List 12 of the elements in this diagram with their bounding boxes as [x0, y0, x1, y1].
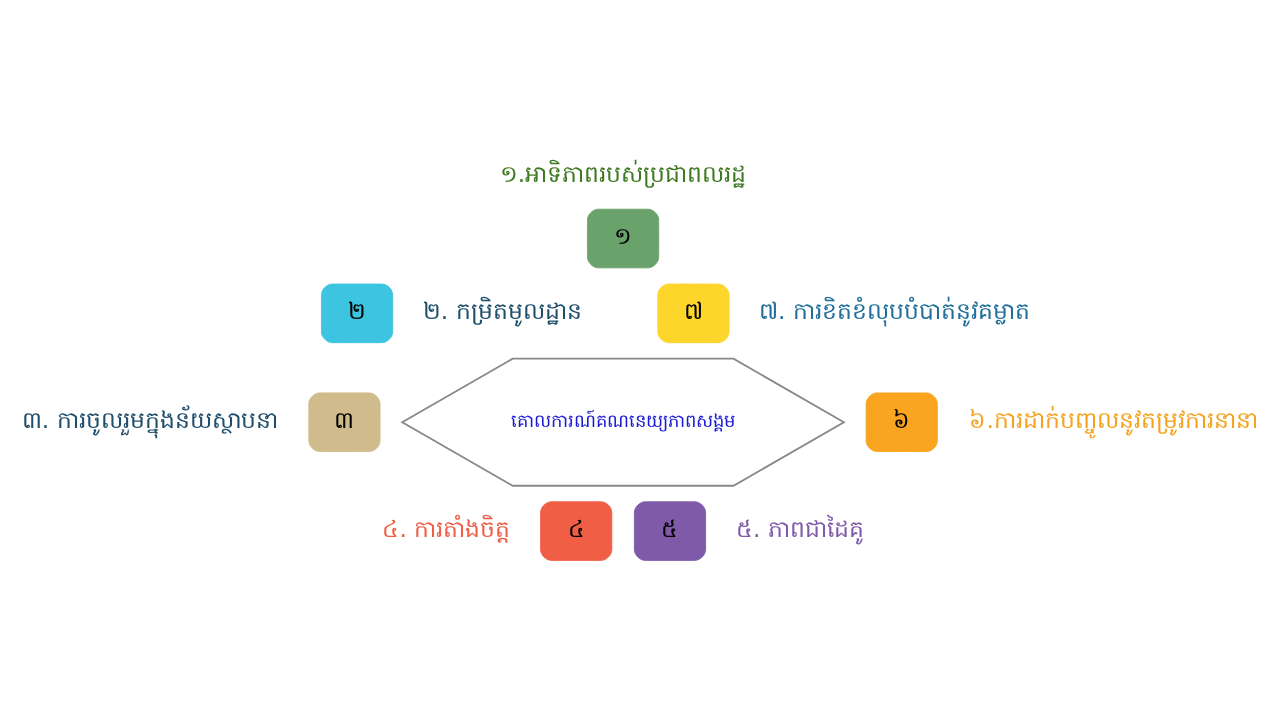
node-label: ៥. ភាពជាដៃគូ [735, 514, 864, 543]
node-box: ៤ [540, 501, 613, 561]
node-label: ១.អាទិភាពរបស់ប្រជាពលរដ្ឋ [499, 159, 747, 188]
node-label: ៧. ការខិតខំលុបបំបាត់នូវគម្លាត [759, 297, 1030, 326]
node-box: ៣ [308, 392, 381, 452]
node-box: ៧ [657, 283, 730, 344]
node-label: ៤. ការតាំងចិត្ត [382, 514, 511, 543]
node-box: ១ [587, 208, 660, 269]
node-box: ៦ [865, 392, 938, 452]
node-box: ៥ [633, 501, 707, 561]
node-box: ២ [321, 283, 394, 344]
node-label: ២. កម្រិតមូលដ្ឋាន [422, 297, 582, 326]
